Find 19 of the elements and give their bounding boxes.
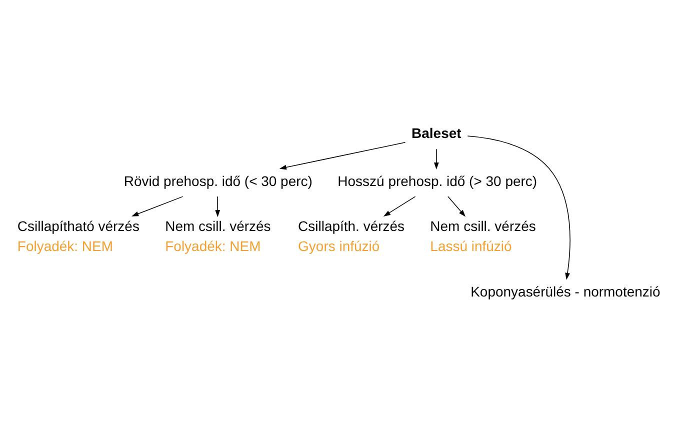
node-label: Lassú infúzió <box>430 238 512 254</box>
node-text: Csillapítható vérzés <box>17 218 140 234</box>
arrow <box>215 196 220 218</box>
node-text: Rövid prehosp. idő (< 30 perc) <box>124 172 312 189</box>
node-text: Baleset <box>412 124 462 141</box>
node-label: Folyadék: NEM <box>165 238 261 254</box>
arrow <box>279 142 406 170</box>
node-text: Koponyasérülés - normotenzió <box>470 283 660 300</box>
arrow <box>132 196 184 216</box>
node-label: Gyors infúzió <box>298 238 380 254</box>
node-text: Nem csill. vérzés <box>165 218 271 234</box>
node-text: Nem csill. vérzés <box>430 218 536 234</box>
node-label: Folyadék: NEM <box>17 238 114 254</box>
arrow <box>383 196 416 217</box>
node-text: Csillapíth. vérzés <box>298 218 405 234</box>
arrow <box>467 136 570 280</box>
arrow <box>448 196 466 217</box>
arrow <box>434 148 439 170</box>
node-text: Hosszú prehosp. idő (> 30 perc) <box>338 172 538 189</box>
